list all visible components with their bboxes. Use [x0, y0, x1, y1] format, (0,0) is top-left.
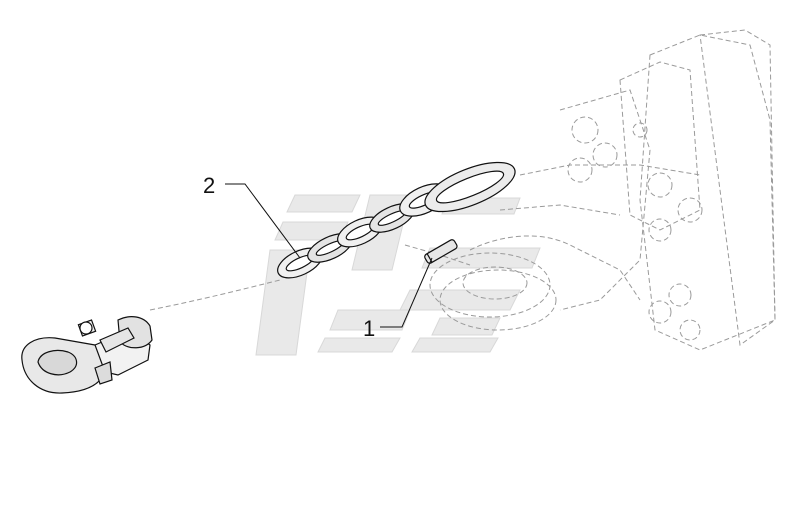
callout-label-2: 2: [203, 173, 215, 198]
tow-bracket-ghost: [149, 29, 776, 351]
callout-label-1: 1: [363, 316, 375, 341]
leader-line-1: [380, 257, 433, 328]
hook-assembly: [21, 316, 153, 394]
pin: [424, 239, 458, 264]
watermark-logo: [255, 194, 541, 356]
chain: [277, 161, 516, 279]
leader-line-2: [225, 183, 301, 259]
